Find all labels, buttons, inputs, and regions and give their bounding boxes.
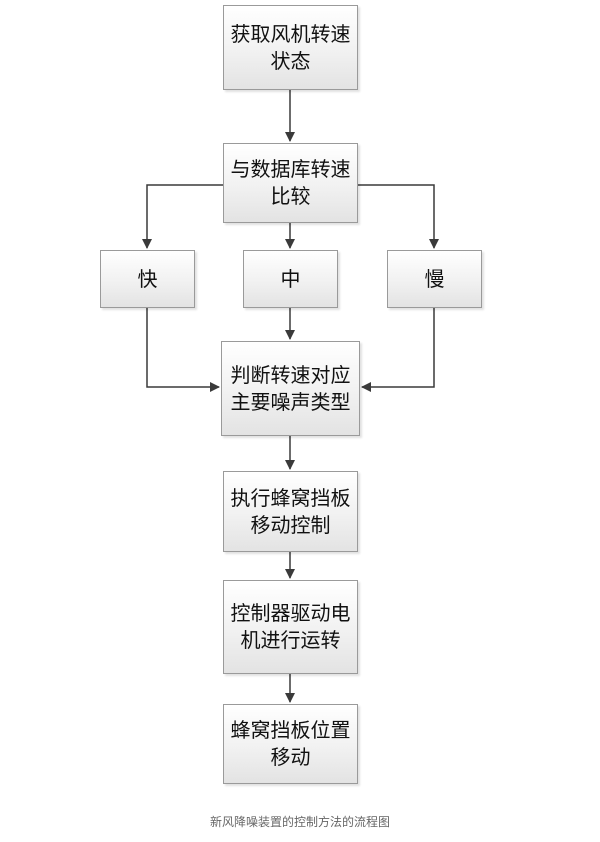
node-fast: 快: [100, 250, 195, 308]
node-drive-motor: 控制器驱动电机进行运转: [223, 580, 358, 674]
figure-caption: 新风降噪装置的控制方法的流程图: [209, 815, 390, 829]
node-exec-baffle-label: 执行蜂窝挡板移动控制: [230, 485, 351, 537]
arrow-fast-to-judge: [146, 308, 220, 392]
node-medium: 中: [243, 250, 338, 308]
arrow-compare-to-fast: [142, 184, 223, 249]
node-judge-noise-label: 判断转速对应主要噪声类型: [230, 362, 351, 414]
node-compare-db: 与数据库转速比较: [223, 143, 358, 223]
node-fast-label: 快: [137, 266, 158, 291]
node-judge-noise: 判断转速对应主要噪声类型: [221, 341, 360, 436]
node-get-speed: 获取风机转速状态: [223, 5, 358, 90]
node-baffle-move: 蜂窝挡板位置移动: [223, 704, 358, 784]
node-slow-label: 慢: [424, 266, 445, 291]
arrow-compare-to-slow: [358, 184, 439, 249]
node-baffle-move-label: 蜂窝挡板位置移动: [230, 718, 351, 769]
node-compare-db-label: 与数据库转速比较: [230, 157, 351, 208]
node-get-speed-label: 获取风机转速状态: [230, 21, 351, 73]
node-slow: 慢: [387, 250, 482, 308]
node-medium-label: 中: [280, 266, 301, 291]
node-exec-baffle: 执行蜂窝挡板移动控制: [223, 471, 358, 552]
arrow-slow-to-judge: [361, 308, 435, 392]
node-drive-motor-label: 控制器驱动电机进行运转: [230, 601, 351, 652]
